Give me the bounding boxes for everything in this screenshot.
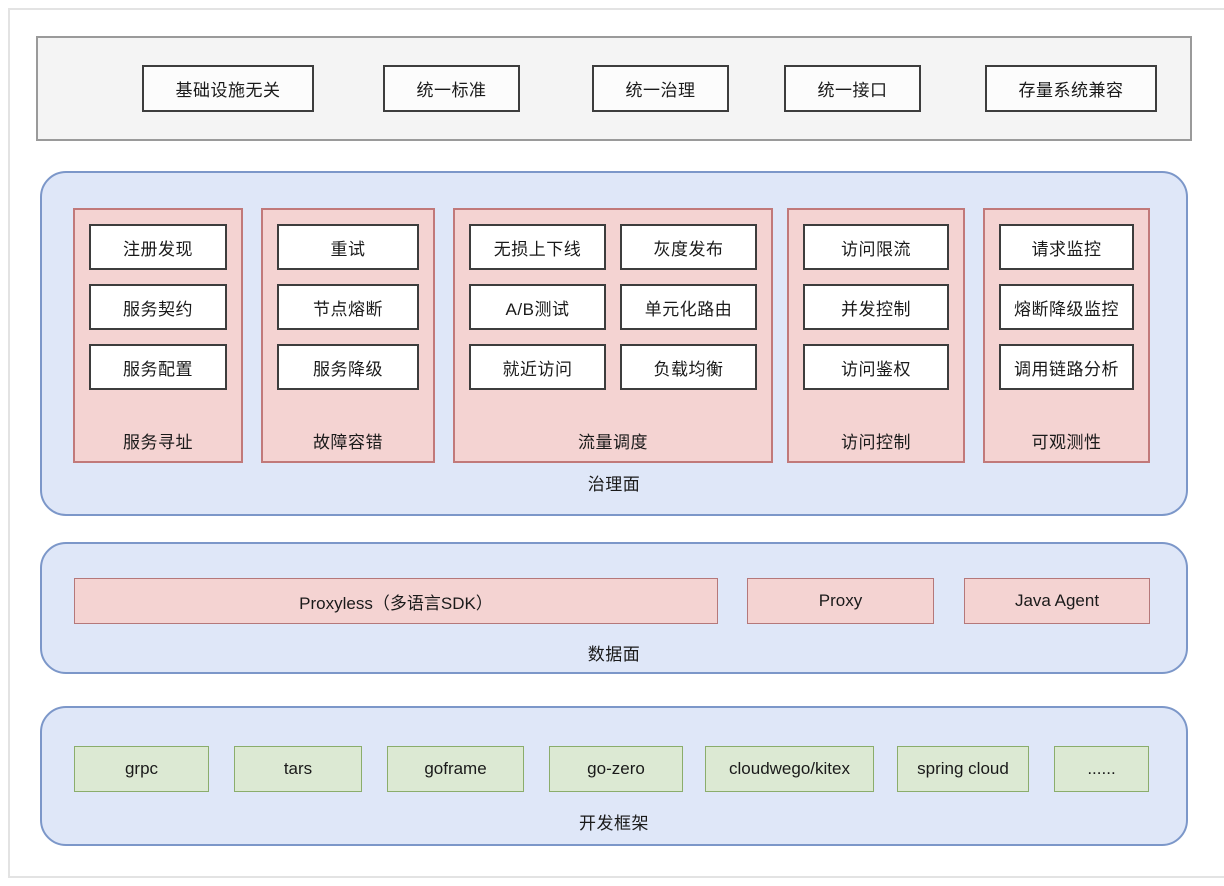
- governance-capability-cell: 请求监控: [999, 224, 1134, 270]
- framework-plane-label: 开发框架: [579, 814, 649, 833]
- governance-capability-cell: 重试: [277, 224, 419, 270]
- principle-box-4: 统一接口: [784, 65, 921, 112]
- governance-capability-cell: 单元化路由: [620, 284, 757, 330]
- governance-group-label: 访问控制: [841, 433, 911, 452]
- governance-group-5: 请求监控熔断降级监控调用链路分析可观测性: [983, 208, 1150, 463]
- framework-box-7: ......: [1054, 746, 1149, 792]
- governance-capability-cell: 节点熔断: [277, 284, 419, 330]
- principle-box-2: 统一标准: [383, 65, 520, 112]
- governance-capability-cell: 服务契约: [89, 284, 227, 330]
- governance-group-label: 流量调度: [578, 433, 648, 452]
- governance-group-1: 注册发现服务契约服务配置服务寻址: [73, 208, 243, 463]
- principle-label: 统一治理: [625, 81, 696, 100]
- framework-box-4: go-zero: [549, 746, 683, 792]
- data-plane-box-3: Java Agent: [964, 578, 1150, 624]
- governance-capability-cell: 并发控制: [803, 284, 949, 330]
- framework-box-1: grpc: [74, 746, 209, 792]
- governance-plane-panel: 治理面 注册发现服务契约服务配置服务寻址重试节点熔断服务降级故障容错无损上下线灰…: [40, 171, 1188, 516]
- governance-group-2: 重试节点熔断服务降级故障容错: [261, 208, 435, 463]
- framework-box-3: goframe: [387, 746, 524, 792]
- data-plane-box-2: Proxy: [747, 578, 934, 624]
- governance-capability-cell: 服务配置: [89, 344, 227, 390]
- principle-box-5: 存量系统兼容: [985, 65, 1157, 112]
- governance-capability-cell: 灰度发布: [620, 224, 757, 270]
- governance-capability-cell: 熔断降级监控: [999, 284, 1134, 330]
- framework-box-2: tars: [234, 746, 362, 792]
- principle-box-1: 基础设施无关: [142, 65, 314, 112]
- principle-label: 统一标准: [416, 81, 487, 100]
- principle-label: 存量系统兼容: [1018, 81, 1124, 100]
- data-plane-panel: 数据面 Proxyless（多语言SDK） Proxy Java Agent: [40, 542, 1188, 674]
- design-principles-bar: 基础设施无关 统一标准 统一治理 统一接口 存量系统兼容: [36, 36, 1192, 141]
- principle-label: 基础设施无关: [175, 81, 281, 100]
- governance-capability-cell: 访问限流: [803, 224, 949, 270]
- governance-capability-cell: 无损上下线: [469, 224, 606, 270]
- principle-label: 统一接口: [817, 81, 888, 100]
- governance-capability-cell: 注册发现: [89, 224, 227, 270]
- governance-capability-cell: 调用链路分析: [999, 344, 1134, 390]
- governance-group-label: 服务寻址: [123, 433, 193, 452]
- governance-capability-cell: 负载均衡: [620, 344, 757, 390]
- governance-group-label: 可观测性: [1031, 433, 1102, 452]
- governance-capability-cell: 访问鉴权: [803, 344, 949, 390]
- data-plane-box-1: Proxyless（多语言SDK）: [74, 578, 718, 624]
- governance-group-3: 无损上下线灰度发布 A/B测试单元化路由就近访问负载均衡流量调度: [453, 208, 773, 463]
- governance-capability-cell: 就近访问: [469, 344, 606, 390]
- governance-capability-cell: A/B测试: [469, 284, 606, 330]
- principle-box-3: 统一治理: [592, 65, 729, 112]
- governance-capability-cell: 服务降级: [277, 344, 419, 390]
- framework-box-6: spring cloud: [897, 746, 1029, 792]
- framework-box-5: cloudwego/kitex: [705, 746, 874, 792]
- governance-group-label: 故障容错: [313, 433, 383, 452]
- data-plane-label: 数据面: [587, 645, 641, 664]
- governance-group-4: 访问限流并发控制访问鉴权访问控制: [787, 208, 965, 463]
- governance-plane-label: 治理面: [587, 475, 641, 494]
- framework-plane-panel: 开发框架 grpc tars goframe go-zero cloudwego/kit…: [40, 706, 1188, 846]
